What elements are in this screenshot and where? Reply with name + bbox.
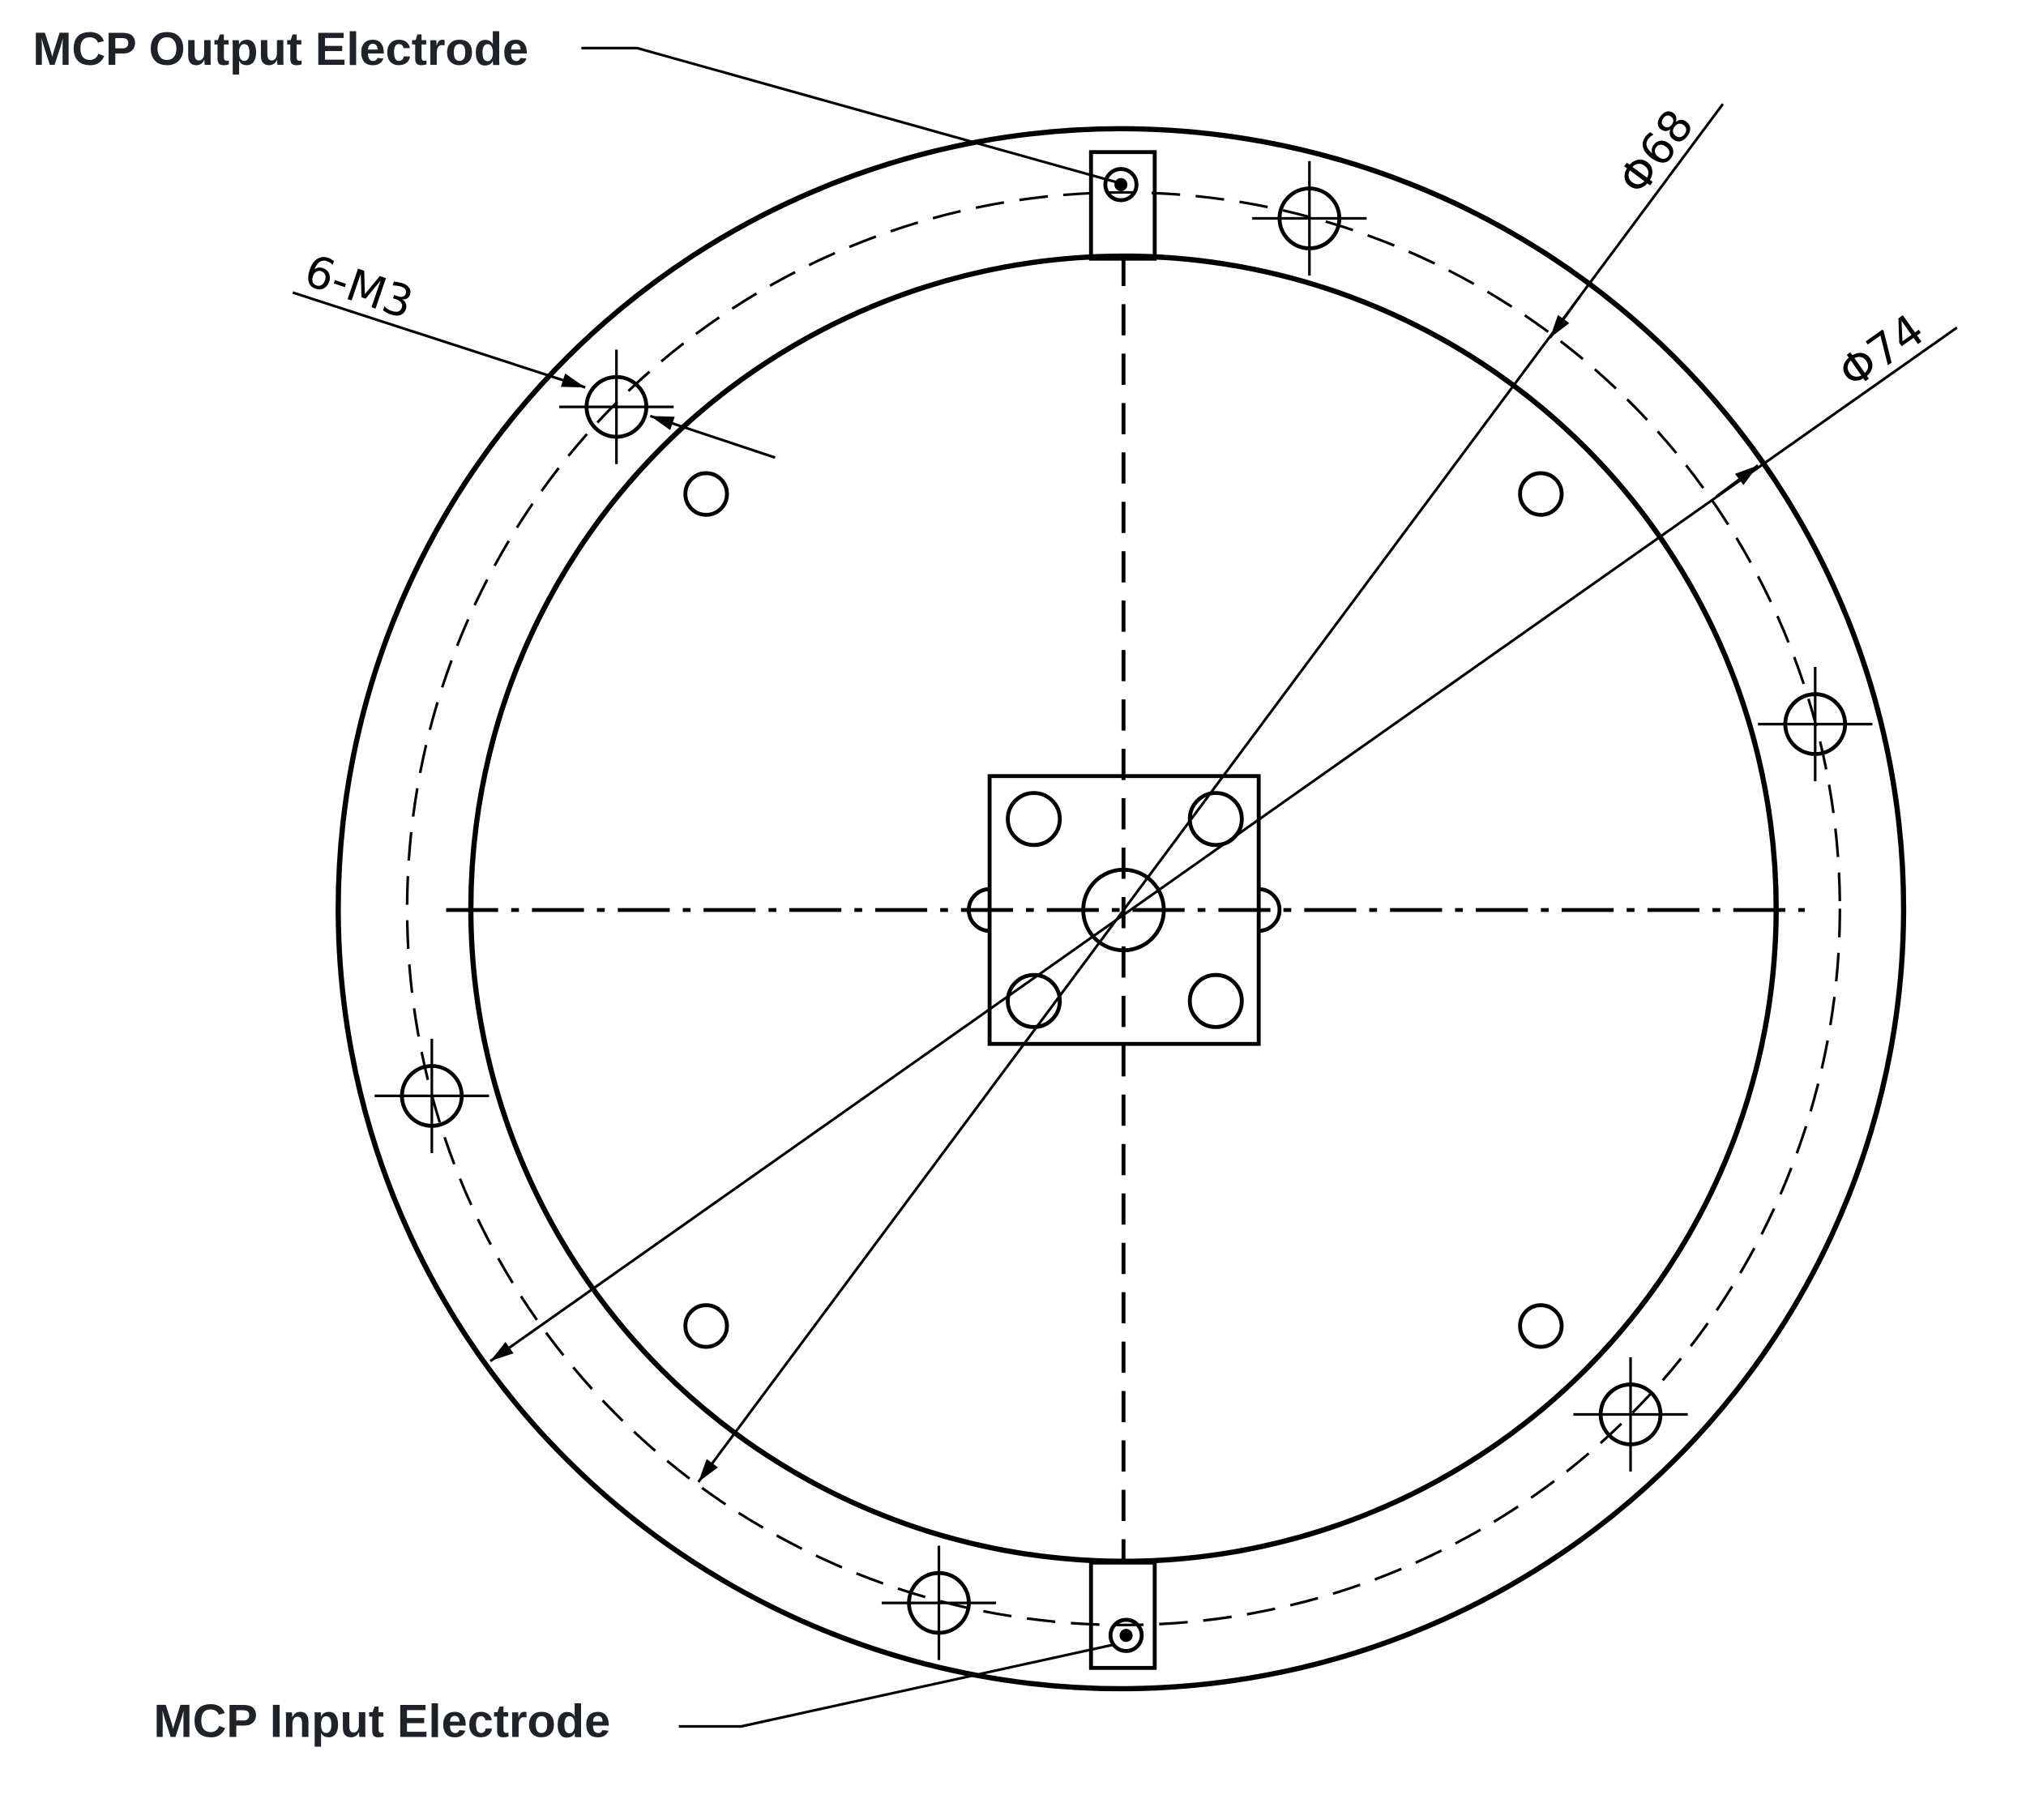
- bolt-circle: [405, 190, 1841, 1626]
- m3-leader-line-2: [649, 414, 776, 459]
- output-electrode-tab: [1088, 150, 1157, 261]
- diameter-74-dimension-line: [489, 326, 1958, 1362]
- diameter-68-arrow-top: [1549, 295, 1581, 340]
- input-electrode-leader: [678, 1643, 1115, 1728]
- small-holes: [683, 471, 1564, 1349]
- m3-holes: [374, 160, 1873, 1660]
- central-block: [967, 774, 1282, 1046]
- input-electrode-tab: [1088, 1560, 1157, 1670]
- diameter-74-arrow-top: [1715, 464, 1759, 498]
- outer-ring: [336, 126, 1907, 1692]
- m3-leader-line: [292, 291, 586, 389]
- output-electrode-label: MCP Output Electrode: [32, 23, 528, 75]
- output-electrode-leader: [581, 46, 1117, 184]
- input-electrode-label: MCP Input Electrode: [154, 1695, 611, 1747]
